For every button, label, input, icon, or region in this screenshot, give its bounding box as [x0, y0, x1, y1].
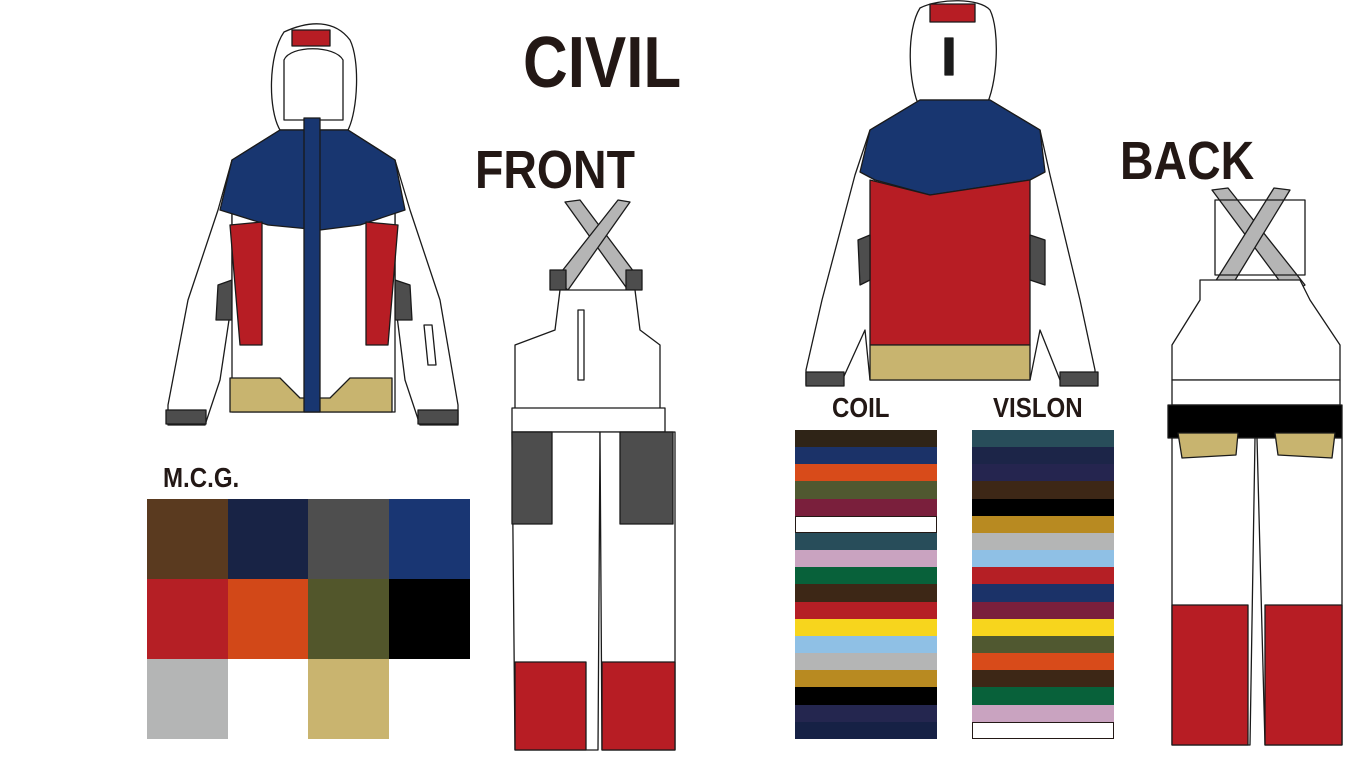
- back-bib-pants-illustration: [1167, 187, 1343, 746]
- vislon-color-stripe: [972, 721, 1114, 739]
- title-civil: CIVIL: [523, 23, 682, 103]
- vislon-color-stripes: [972, 430, 1114, 739]
- coil-color-stripe: [795, 550, 937, 568]
- vislon-color-stripe: [972, 704, 1114, 722]
- coil-color-stripe: [795, 481, 937, 499]
- vislon-color-stripe: [972, 464, 1114, 482]
- mcg-swatch: [147, 659, 228, 739]
- coil-color-stripe: [795, 498, 937, 516]
- label-vislon: VISLON: [993, 392, 1083, 423]
- vislon-color-stripe: [972, 430, 1114, 448]
- coil-color-stripe: [795, 567, 937, 585]
- vislon-color-stripe: [972, 687, 1114, 705]
- label-mcg: M.C.G.: [163, 462, 240, 493]
- mcg-swatch: [147, 499, 228, 579]
- mcg-swatch: [227, 659, 309, 739]
- vislon-color-stripe: [972, 567, 1114, 585]
- coil-color-stripes: [795, 430, 937, 739]
- mcg-swatch: [308, 579, 389, 659]
- vislon-color-stripe: [972, 635, 1114, 654]
- vislon-color-stripe: [972, 550, 1114, 568]
- mcg-color-swatch-grid: [147, 499, 470, 739]
- coil-color-stripe: [795, 447, 937, 465]
- coil-color-stripe: [795, 721, 937, 739]
- coil-color-stripe: [795, 532, 937, 551]
- coil-color-stripe: [795, 670, 937, 688]
- vislon-color-stripe: [972, 601, 1114, 619]
- coil-color-stripe: [795, 635, 937, 654]
- label-coil: COIL: [832, 392, 890, 423]
- vislon-color-stripe: [972, 618, 1114, 636]
- coil-color-stripe: [795, 653, 937, 671]
- vislon-color-stripe: [972, 447, 1114, 465]
- vislon-color-stripe: [972, 584, 1114, 602]
- mcg-swatch: [147, 579, 228, 659]
- back-jacket-illustration: [805, 0, 1099, 387]
- mcg-swatch: [308, 659, 389, 739]
- coil-color-stripe: [795, 584, 937, 602]
- coil-color-stripe: [795, 618, 937, 636]
- coil-color-stripe: [795, 687, 937, 705]
- front-bib-pants-illustration: [511, 199, 676, 751]
- label-back: BACK: [1120, 131, 1255, 191]
- mcg-swatch: [227, 499, 309, 579]
- front-jacket-illustration: [165, 23, 459, 426]
- mcg-swatch: [227, 579, 309, 659]
- coil-color-stripe: [795, 430, 937, 448]
- vislon-color-stripe: [972, 670, 1114, 688]
- mcg-swatch: [388, 499, 470, 579]
- mcg-swatch: [388, 579, 470, 659]
- vislon-color-stripe: [972, 515, 1114, 533]
- coil-color-stripe: [795, 601, 937, 619]
- vislon-color-stripe: [972, 498, 1114, 516]
- label-front: FRONT: [475, 140, 635, 200]
- vislon-color-stripe: [972, 481, 1114, 499]
- coil-color-stripe: [795, 704, 937, 722]
- coil-color-stripe: [795, 464, 937, 482]
- vislon-color-stripe: [972, 653, 1114, 671]
- vislon-color-stripe: [972, 532, 1114, 551]
- mcg-swatch: [308, 499, 389, 579]
- coil-color-stripe: [795, 515, 937, 533]
